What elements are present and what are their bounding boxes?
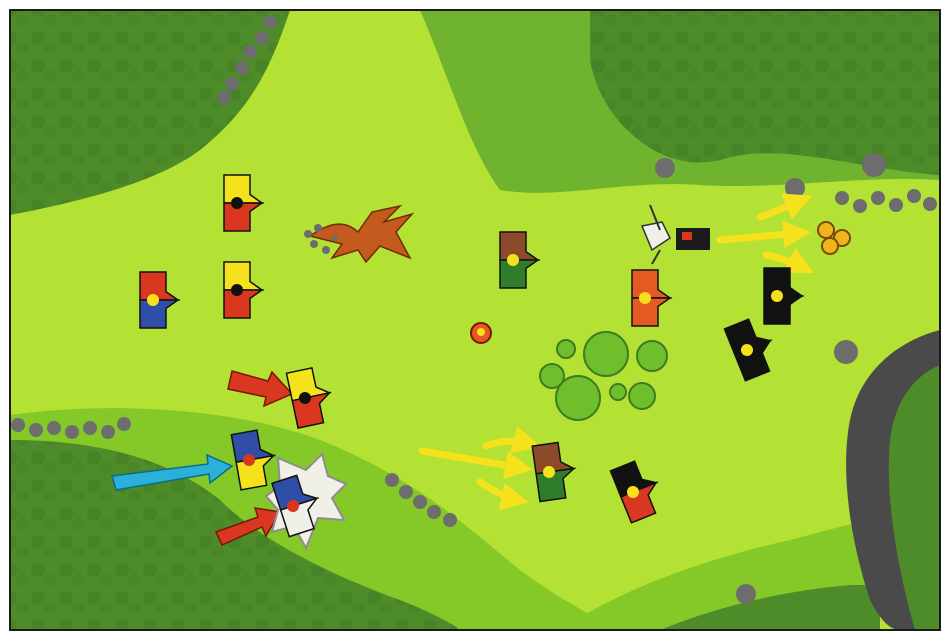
black-eagle-icon (231, 284, 243, 296)
yellow-star-icon (507, 254, 519, 266)
yellow-lion-icon (147, 294, 159, 306)
black-eagle-icon (231, 197, 243, 209)
medallion-small-red[interactable] (471, 323, 491, 343)
yellow-face-icon (639, 292, 651, 304)
yellow-face-icon (771, 290, 783, 302)
